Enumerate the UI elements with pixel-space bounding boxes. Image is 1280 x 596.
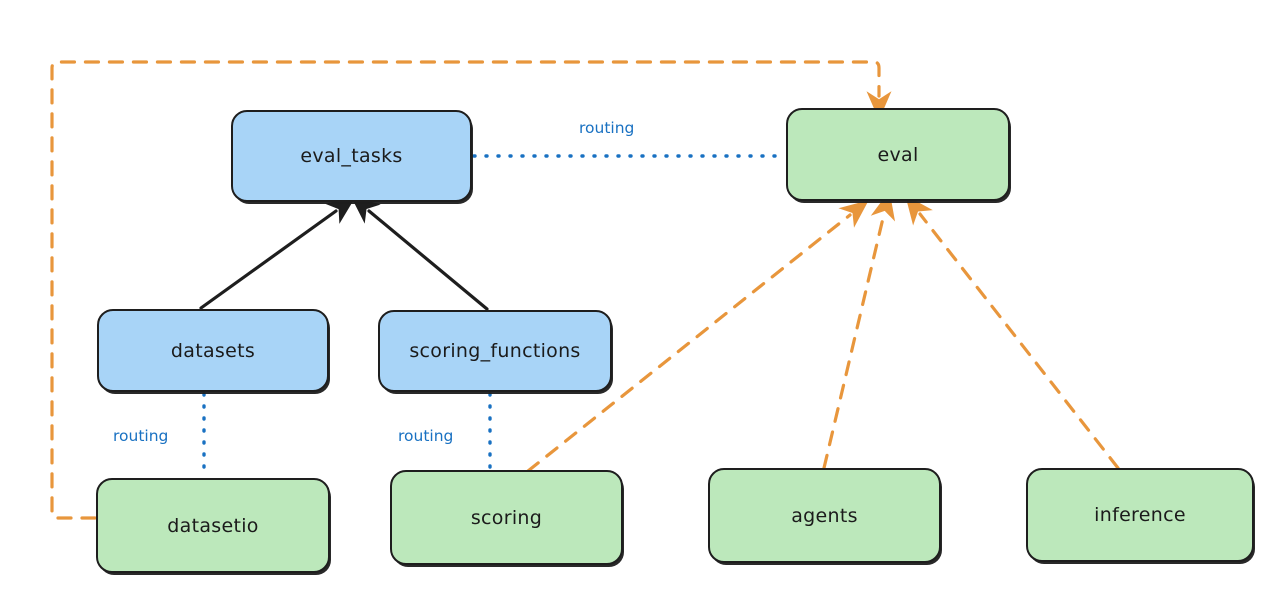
node-agents[interactable]: agents <box>708 468 941 563</box>
edge-inference-to-eval <box>905 195 1120 470</box>
edge-label-routing-datasets: routing <box>113 427 169 445</box>
edge-agents-to-eval <box>822 190 896 470</box>
node-datasets[interactable]: datasets <box>97 309 329 392</box>
node-label: scoring <box>470 506 543 529</box>
node-label: datasets <box>170 339 256 362</box>
node-label: agents <box>791 504 858 527</box>
node-scoring[interactable]: scoring <box>390 470 623 565</box>
node-scoring-functions[interactable]: scoring_functions <box>378 310 612 392</box>
edge-scoring_functions-to-eval_tasks <box>350 195 489 311</box>
edge-scoring-to-eval <box>526 200 869 473</box>
edge-datasetio-to-eval <box>50 60 892 520</box>
node-inference[interactable]: inference <box>1026 468 1254 562</box>
node-label: scoring_functions <box>409 340 581 362</box>
node-label: datasetio <box>167 514 259 537</box>
node-label: eval <box>877 143 919 166</box>
edge-label-routing-eval-tasks: routing <box>579 119 635 137</box>
node-datasetio[interactable]: datasetio <box>96 478 330 573</box>
node-label: inference <box>1094 504 1186 526</box>
node-eval[interactable]: eval <box>786 108 1010 201</box>
node-eval-tasks[interactable]: eval_tasks <box>231 110 472 202</box>
node-label: eval_tasks <box>300 145 403 167</box>
edge-datasets-to-eval_tasks <box>199 196 356 310</box>
edge-label-routing-scoring-functions: routing <box>398 427 454 445</box>
